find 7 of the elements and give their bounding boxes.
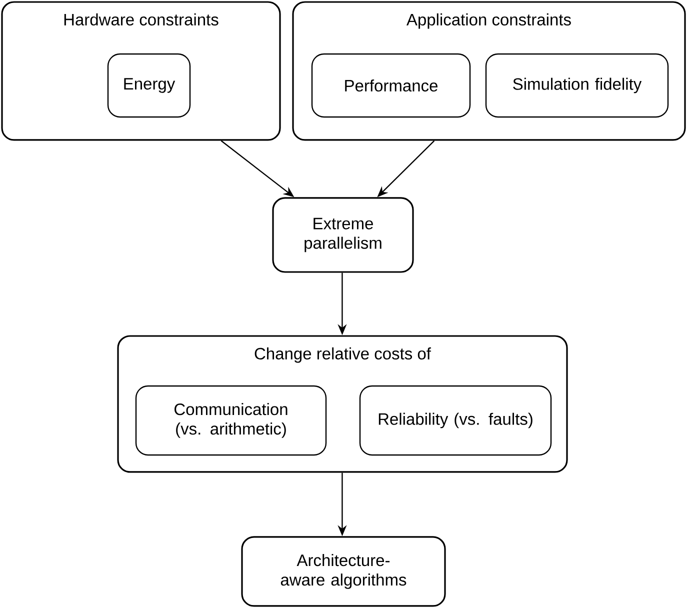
process-box: Reliability (vs. faults) (359, 385, 552, 456)
process-box: Extreme parallelism (272, 197, 414, 273)
process-box: Architecture-aware algorithms (241, 536, 446, 607)
process-box: Performance (311, 53, 471, 118)
process-box: Communication (vs. arithmetic) (135, 385, 327, 456)
process-box: Energy (107, 53, 191, 118)
process-box: Simulation fidelity (485, 53, 669, 118)
